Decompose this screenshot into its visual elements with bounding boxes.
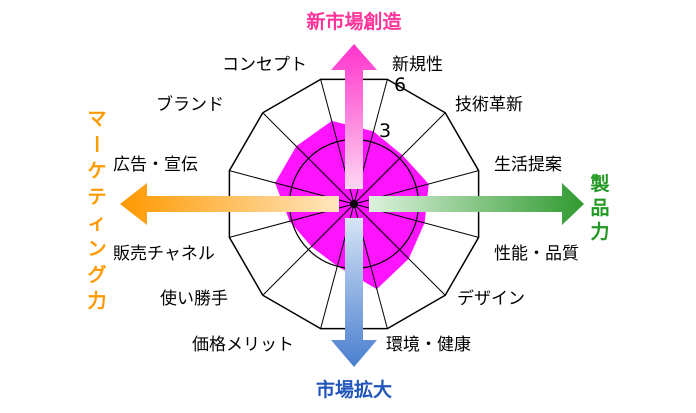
center-dot — [350, 200, 358, 208]
direction-label-char: 力 — [590, 220, 609, 243]
axis-label-9: 広告・宣伝 — [113, 155, 198, 175]
axis-label-5: 環境・健康 — [386, 335, 471, 355]
axis-label-7: 使い勝手 — [160, 288, 228, 309]
axis-label-11: コンセプト — [222, 55, 307, 75]
direction-label-down: 市場拡大 — [316, 378, 392, 401]
scale-label-3: 3 — [379, 120, 391, 142]
direction-label-up: 新市場創造 — [306, 10, 402, 33]
direction-label-char: グ — [87, 263, 106, 286]
direction-label-char: ィ — [87, 212, 106, 234]
axis-label-2: 生活提案 — [494, 155, 562, 175]
axis-label-6: 価格メリット — [192, 335, 294, 355]
direction-label-char: マ — [87, 108, 106, 130]
direction-label-char: ン — [87, 238, 106, 260]
direction-label-char: ー — [85, 134, 107, 153]
axis-label-3: 性能・品質 — [494, 244, 579, 264]
axis-label-0: 新規性 — [392, 55, 443, 75]
axis-label-10: ブランド — [156, 94, 224, 115]
direction-label-char: 製 — [589, 173, 609, 195]
direction-label-char: 品 — [590, 197, 609, 219]
direction-label-char: テ — [87, 186, 106, 208]
arrow-right — [369, 183, 584, 225]
direction-label-char: ケ — [87, 160, 106, 182]
direction-label-right: 製品力 — [589, 173, 609, 243]
arrow-left — [120, 183, 339, 225]
axis-label-1: 技術革新 — [455, 95, 523, 115]
axis-label-4: デザイン — [457, 288, 525, 309]
axis-labels: 新規性 技術革新 生活提案 性能・品質 デザイン 環境・健康 価格メリット 使い… — [113, 55, 579, 355]
arrow-down — [331, 218, 377, 367]
axis-label-8: 販売チャネル — [113, 244, 215, 264]
direction-label-char: 力 — [87, 289, 106, 312]
scale-label-6: 6 — [394, 74, 406, 96]
arrow-up — [331, 44, 377, 189]
